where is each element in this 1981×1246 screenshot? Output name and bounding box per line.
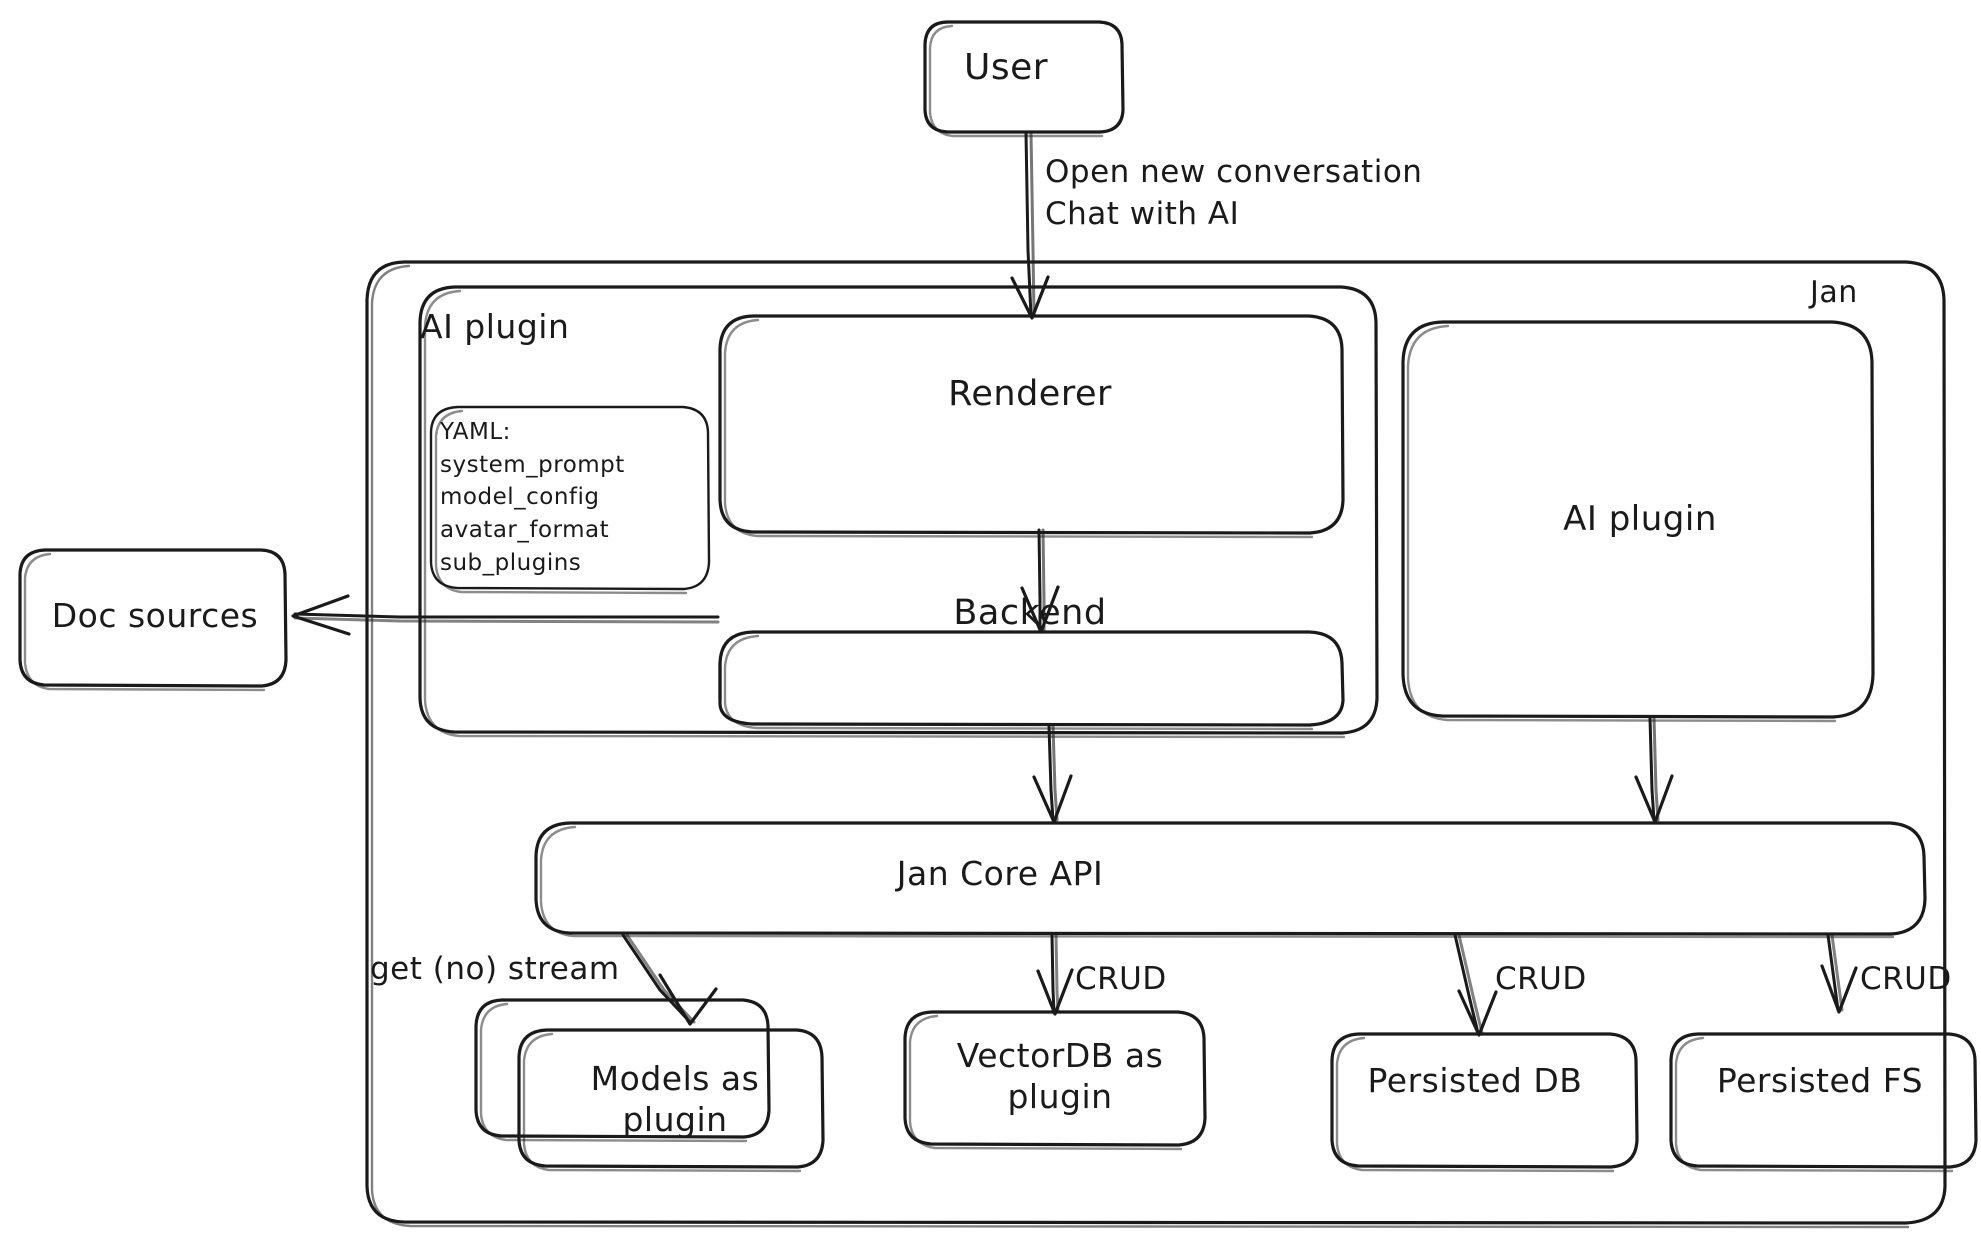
edge-core-api-to-persisted-fs (1820, 933, 1858, 1014)
yaml-note-node[interactable] (431, 407, 709, 591)
edge-ai-plugin-to-core-api (1634, 716, 1674, 824)
edge-user-to-renderer (1010, 131, 1050, 320)
ai-plugin-group-shape (418, 285, 1379, 739)
yaml-note-shape (429, 405, 711, 595)
renderer-node[interactable] (720, 316, 1343, 534)
ai-plugin-node[interactable] (1403, 322, 1873, 718)
models-as-plugin-node[interactable] (519, 1030, 824, 1168)
persisted-db-node-shape (1330, 1032, 1639, 1173)
jan-core-api-node[interactable] (536, 823, 1926, 935)
edge-backend-to-doc-sources (291, 594, 720, 636)
persisted-fs-node-shape (1669, 1032, 1978, 1173)
models-as-plugin-node-shape (517, 1028, 825, 1173)
edge-core-api-to-persisted-db (1453, 933, 1498, 1037)
persisted-db-node[interactable] (1332, 1034, 1637, 1168)
backend-node[interactable] (720, 632, 1343, 726)
user-node[interactable] (925, 22, 1123, 134)
vectordb-as-plugin-node[interactable] (905, 1012, 1205, 1146)
edge-backend-to-core-api (1032, 724, 1073, 824)
models-as-plugin-back-shape (474, 998, 771, 1143)
doc-sources-node[interactable] (20, 550, 286, 688)
vectordb-as-plugin-node-shape (903, 1010, 1207, 1151)
jan-container-shape (365, 260, 1947, 1229)
renderer-node-shape (718, 314, 1345, 539)
ai-plugin-node-shape (1401, 320, 1875, 723)
jan-core-api-node-shape (534, 821, 1927, 939)
edge-core-api-to-vectordb (1036, 933, 1074, 1016)
backend-node-shape (718, 630, 1345, 731)
persisted-fs-node[interactable] (1671, 1034, 1976, 1168)
edge-renderer-to-backend (1020, 528, 1060, 634)
doc-sources-node-shape (18, 548, 288, 692)
user-node-shape (923, 20, 1125, 138)
edge-core-api-to-models (621, 933, 718, 1026)
